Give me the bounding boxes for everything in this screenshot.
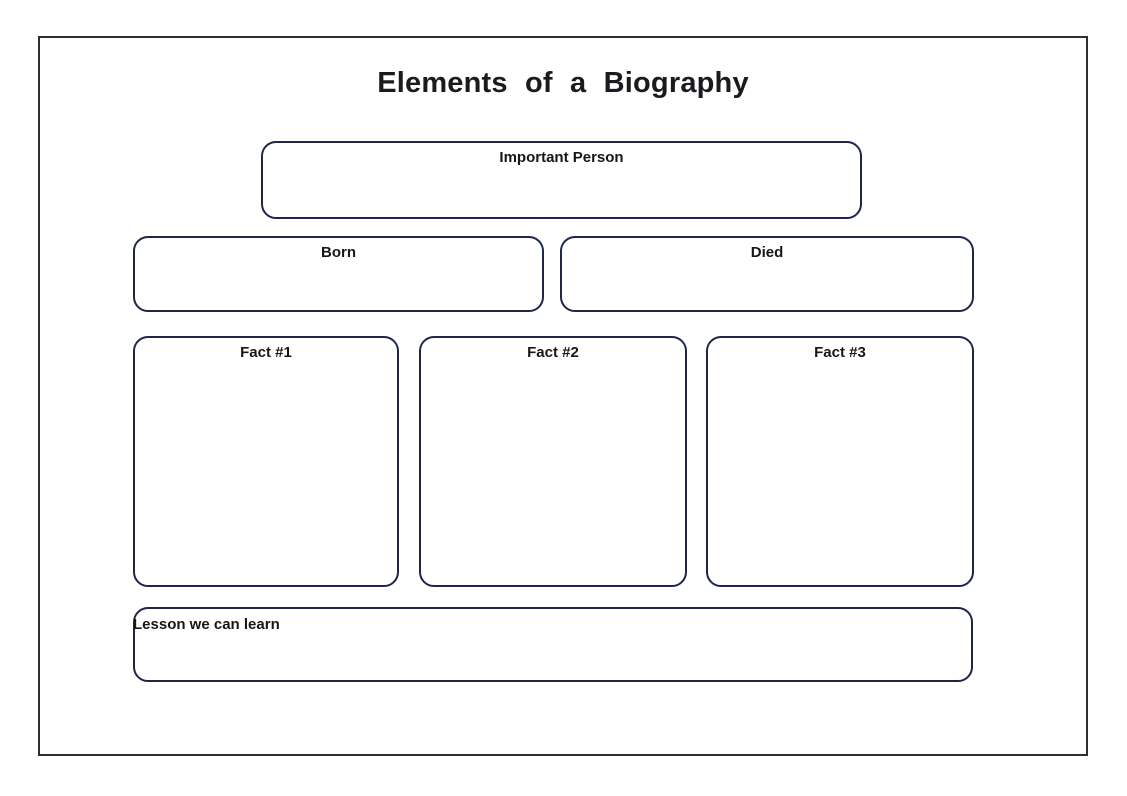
- page-title: Elements of a Biography: [377, 67, 749, 99]
- born-box[interactable]: Born: [133, 236, 544, 312]
- important-person-label: Important Person: [499, 149, 624, 166]
- fact-2-box[interactable]: Fact #2: [419, 336, 687, 587]
- died-box[interactable]: Died: [560, 236, 974, 312]
- fact-2-label: Fact #2: [527, 344, 579, 361]
- fact-1-box[interactable]: Fact #1: [133, 336, 399, 587]
- fact-1-label: Fact #1: [240, 344, 292, 361]
- born-label: Born: [321, 244, 356, 261]
- died-label: Died: [750, 244, 784, 261]
- fact-3-box[interactable]: Fact #3: [706, 336, 974, 587]
- lesson-label: Lesson we can learn: [133, 616, 280, 633]
- fact-3-label: Fact #3: [814, 344, 866, 361]
- important-person-box[interactable]: Important Person: [261, 141, 862, 219]
- lesson-box[interactable]: Lesson we can learn: [133, 607, 973, 682]
